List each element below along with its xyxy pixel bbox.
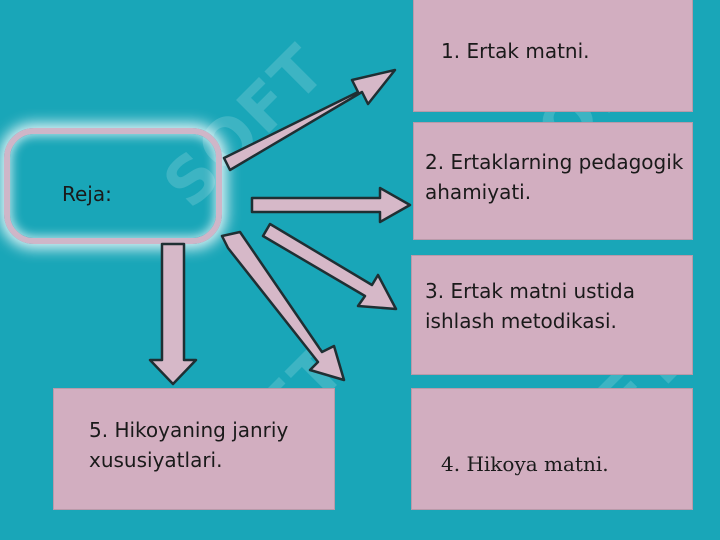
- item-text-4: 4. Hikoya matni.: [441, 452, 609, 476]
- item-box-1: [413, 0, 693, 112]
- item-text-2: 2. Ertaklarning pedagogik ahamiyati.: [425, 150, 684, 204]
- item-box-5: [53, 388, 335, 510]
- center-label: Reja:: [62, 182, 112, 206]
- item-text-5: 5. Hikoyaning janriy xususiyatlari.: [89, 418, 289, 472]
- arrow-to-item-5: [148, 242, 198, 386]
- item-box-3: [411, 255, 693, 375]
- arrow-down-right: [220, 230, 346, 382]
- arrow-to-item-1: [222, 68, 397, 172]
- item-box-4: [411, 388, 693, 510]
- item-text-3: 3. Ertak matni ustida ishlash metodikasi…: [425, 279, 635, 333]
- center-bubble: [4, 128, 222, 244]
- item-text-1: 1. Ertak matni.: [441, 39, 590, 63]
- item-box-2: [413, 122, 693, 240]
- arrow-to-item-3: [261, 222, 398, 311]
- arrow-to-item-2: [250, 186, 412, 224]
